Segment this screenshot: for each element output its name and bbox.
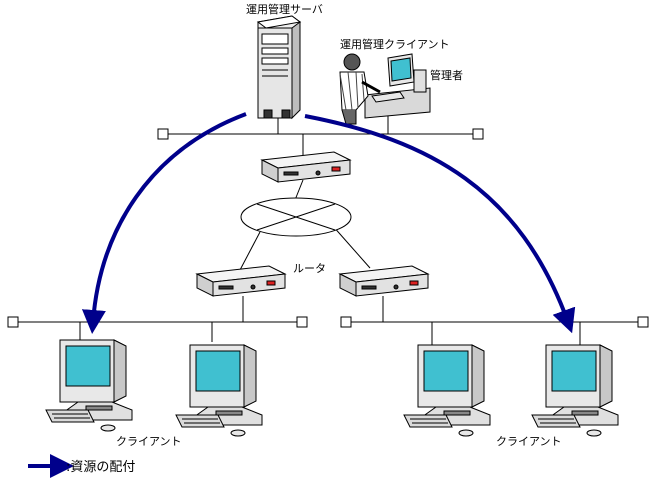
mgmt-client-label: 運用管理クライアント (340, 37, 450, 51)
client-pc-icon (175, 344, 263, 437)
router-icon (338, 265, 430, 297)
client-pc-icon (45, 339, 133, 432)
terminator (7, 316, 19, 328)
terminator (296, 316, 308, 328)
server-icon (256, 15, 302, 120)
router-label: ルータ (293, 262, 326, 275)
terminator (637, 316, 649, 328)
router-icon (195, 265, 287, 297)
client-label-left: クライアント (116, 435, 182, 448)
admin-label: 管理者 (430, 68, 463, 82)
legend-label: :資源の配付 (66, 460, 135, 475)
client-label-right: クライアント (496, 435, 562, 448)
bus-terminators (7, 128, 649, 328)
router-icon (260, 151, 352, 183)
legend: :資源の配付 (28, 454, 135, 478)
terminator (472, 128, 484, 140)
distribution-arrow-left (81, 112, 247, 334)
wan-ellipse (240, 197, 352, 237)
distribution-arrow-right (304, 114, 576, 334)
terminator (340, 316, 352, 328)
terminator (157, 128, 169, 140)
server-label: 運用管理サーバ (246, 2, 323, 16)
client-pc-icon (403, 344, 491, 437)
client-pc-icon (531, 344, 619, 437)
admin-workstation-icon (339, 53, 431, 125)
network-lines (18, 112, 643, 345)
